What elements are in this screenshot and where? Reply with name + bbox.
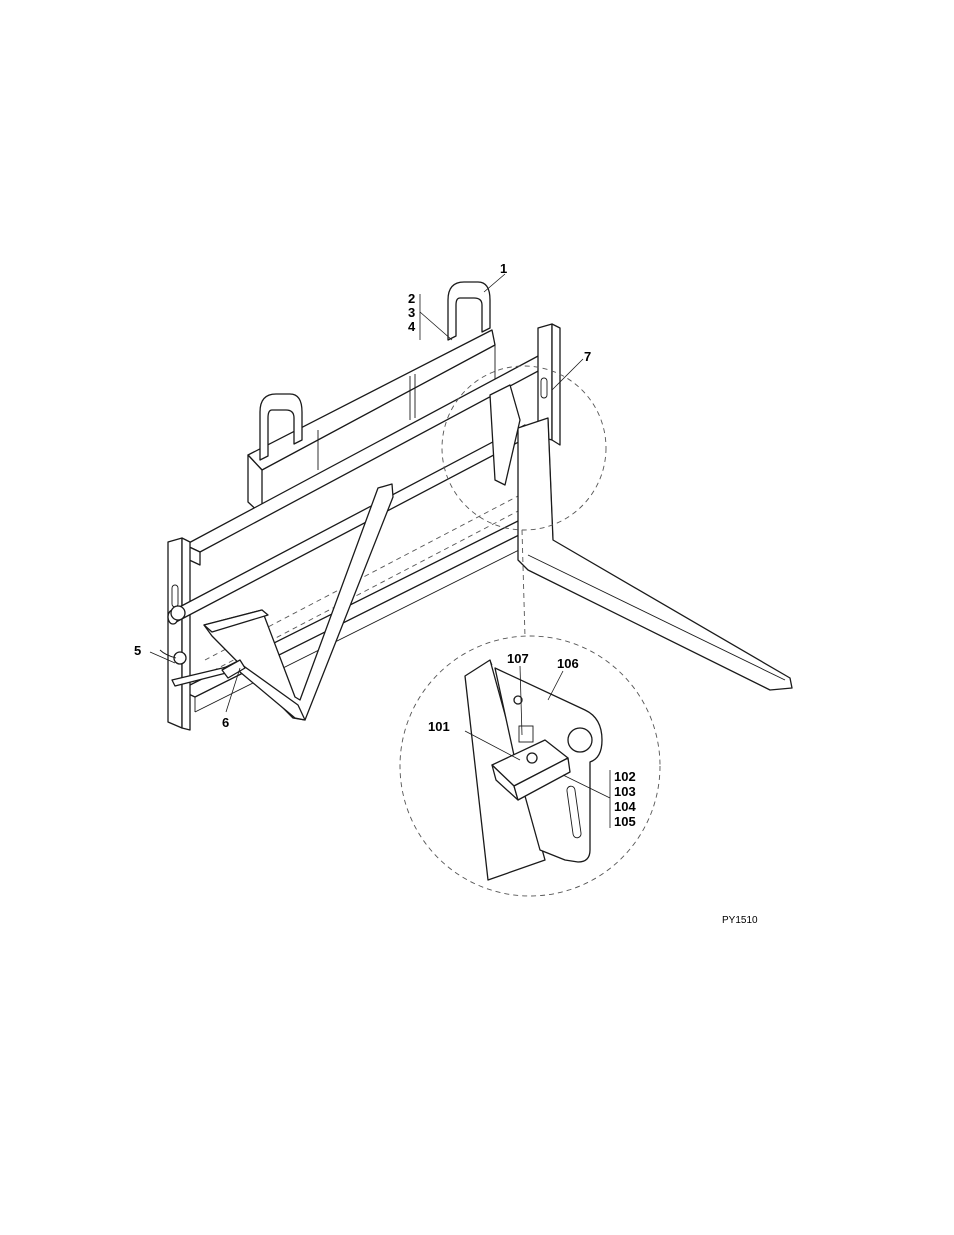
callout-102: 102 xyxy=(614,769,636,784)
figure-code: PY1510 xyxy=(722,915,758,926)
callout-103: 103 xyxy=(614,784,636,799)
callout-7: 7 xyxy=(584,349,591,364)
callout-105: 105 xyxy=(614,814,636,829)
right-fork xyxy=(490,385,792,690)
callout-6: 6 xyxy=(222,715,229,730)
backrest-hooks xyxy=(260,282,490,460)
callout-107: 107 xyxy=(507,651,529,666)
callout-1: 1 xyxy=(500,261,507,276)
callout-5: 5 xyxy=(134,643,141,658)
fork-hanger-detail xyxy=(400,636,660,896)
callout-104: 104 xyxy=(614,799,636,814)
callout-101: 101 xyxy=(428,719,450,734)
callout-2: 2 xyxy=(408,291,415,306)
callout-106: 106 xyxy=(557,656,579,671)
callout-4: 4 xyxy=(408,319,416,334)
callout-3: 3 xyxy=(408,305,415,320)
